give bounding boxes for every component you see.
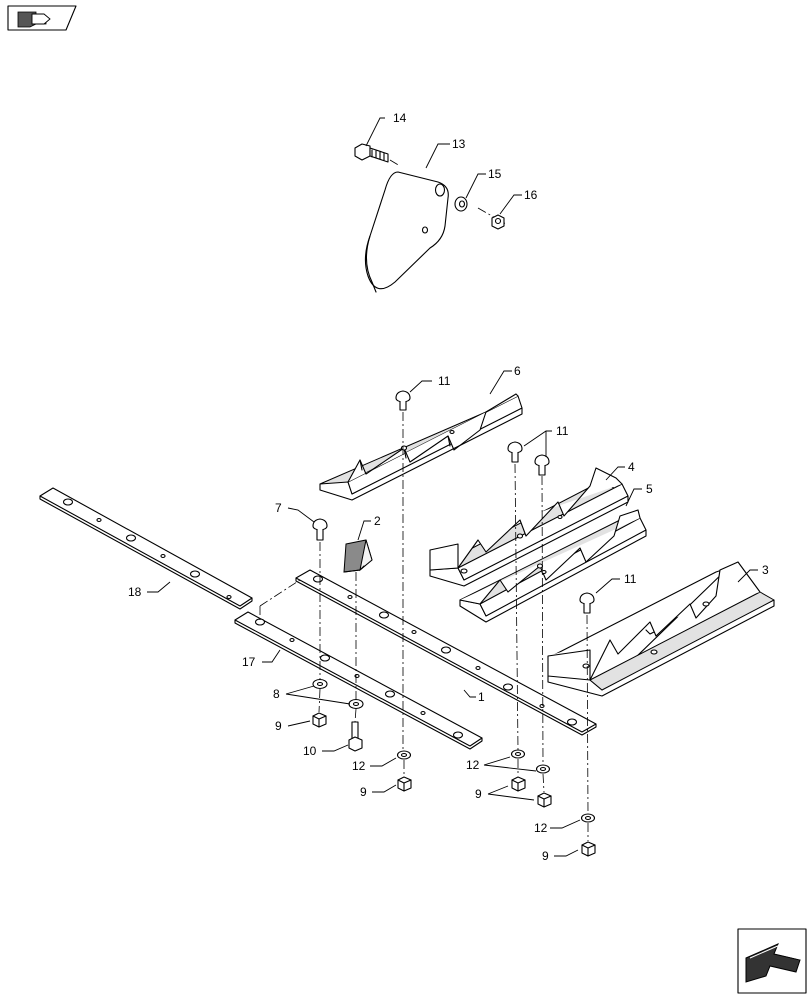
carriage-bolt-11-a — [395, 390, 411, 411]
callout-12-a: 12 — [352, 759, 366, 773]
nut-9-c — [511, 776, 526, 792]
callout-11-a: 11 — [438, 374, 451, 388]
callout-15: 15 — [488, 167, 502, 181]
callout-13: 13 — [452, 137, 466, 151]
callout-17: 17 — [242, 655, 256, 669]
washer-12-c — [535, 764, 551, 774]
carriage-bolt-11-d — [579, 592, 595, 614]
carriage-bolt-7 — [312, 518, 328, 541]
callout-12-b: 12 — [466, 758, 480, 772]
hex-bolt — [354, 143, 389, 163]
callout-1: 1 — [478, 690, 485, 704]
nut-9-b — [397, 776, 412, 792]
callout-10: 10 — [303, 744, 317, 758]
callout-2: 2 — [374, 514, 381, 528]
callout-9-a: 9 — [275, 719, 282, 733]
callout-12-c: 12 — [534, 821, 548, 835]
center-lines — [259, 412, 589, 841]
nut-16 — [491, 214, 505, 230]
next-page-arrow-icon[interactable] — [737, 928, 807, 994]
strip-17 — [234, 611, 483, 750]
callout-7: 7 — [275, 501, 282, 515]
leader-lines — [147, 117, 758, 857]
callout-11-b: 11 — [556, 424, 569, 438]
strip-1 — [295, 569, 597, 736]
callout-4: 4 — [628, 460, 635, 474]
washer-8-a — [312, 678, 328, 690]
guard-4 — [429, 467, 629, 587]
callout-11-c: 11 — [624, 572, 637, 586]
washer-12-d — [580, 813, 596, 823]
hex-bolt-10 — [348, 721, 363, 752]
knife-section-2 — [343, 539, 373, 573]
nut-9-a — [312, 712, 327, 728]
carriage-bolt-11-b — [507, 441, 523, 463]
washer-12-b — [510, 749, 526, 759]
callout-16: 16 — [524, 188, 538, 202]
callout-labels: 14 13 15 16 11 6 11 4 5 11 3 2 7 18 17 1… — [128, 111, 769, 863]
strip-18 — [39, 487, 253, 610]
callout-5: 5 — [646, 482, 653, 496]
guard-5 — [459, 509, 647, 623]
nut-9-d — [537, 792, 552, 808]
callout-18: 18 — [128, 585, 142, 599]
callout-9-b: 9 — [360, 785, 367, 799]
callout-14: 14 — [393, 111, 407, 125]
guard-3 — [547, 561, 775, 697]
nut-9-e — [581, 841, 596, 857]
callout-9-c: 9 — [475, 787, 482, 801]
callout-6: 6 — [514, 364, 521, 378]
bracket-plate — [364, 171, 449, 293]
washer-8-b — [348, 698, 364, 710]
callout-3: 3 — [762, 563, 769, 577]
washer-12-a — [396, 750, 412, 760]
book-arrow-icon[interactable] — [7, 5, 77, 31]
callout-8: 8 — [273, 687, 280, 701]
carriage-bolt-11-c — [534, 454, 550, 476]
washer-15 — [454, 196, 468, 212]
callout-9-d: 9 — [542, 849, 549, 863]
guard-6 — [319, 393, 523, 501]
